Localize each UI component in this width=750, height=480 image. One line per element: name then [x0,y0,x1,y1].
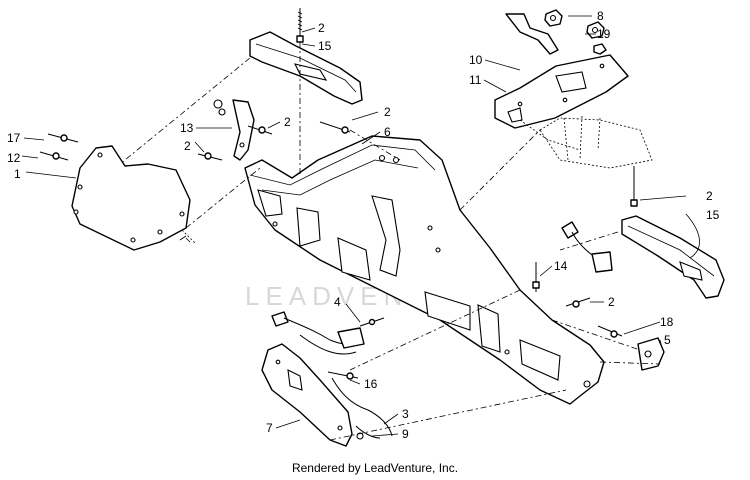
sensor-harness [561,221,613,273]
callout-2-bracket: 2 [284,115,291,129]
leader-lines [21,15,700,437]
callout-2-right: 2 [706,189,713,203]
callout-15-right: 15 [706,208,720,222]
callout-18: 18 [660,315,674,329]
callout-6: 7 [266,421,273,435]
callout-1: 1 [14,167,21,181]
callout-10: 10 [469,53,483,67]
callout-2-top: 2 [318,21,325,35]
callout-2-upper: 2 [384,105,391,119]
assembly-lines [119,42,661,441]
callout-19: 19 [597,27,611,41]
callout-15-top: 15 [318,39,332,53]
center-side-panel [244,135,605,405]
angle-bracket [505,13,559,55]
small-clip [637,337,665,371]
callout-5: 5 [664,333,671,347]
callout-2-lower: 2 [608,295,615,309]
credit-text: Rendered by LeadVenture, Inc. [291,461,459,475]
callout-13: 13 [180,121,194,135]
top-skid-rail [249,31,363,105]
callout-16: 16 [364,377,378,391]
callout-8: 9 [402,427,409,441]
mounting-plate [494,54,653,169]
callout-11: 11 [469,73,482,87]
callout-9: 8 [597,9,604,23]
callout-3: 3 [402,407,409,421]
callout-2-left: 2 [184,139,191,153]
wiring-harness [271,311,365,355]
lower-front-panel [261,343,353,447]
callout-7: 6 [384,125,391,139]
small-mount-bracket [213,99,255,161]
callout-17: 17 [7,131,21,145]
left-side-panel [71,145,197,251]
screw-fasteners [39,8,638,380]
right-skid-rail [621,215,725,299]
callout-12: 12 [7,151,21,165]
callout-numbers: 2 15 2 6 2 13 2 17 12 1 8 19 10 11 2 15 … [7,9,720,441]
callout-14: 14 [554,259,568,273]
callout-4: 4 [334,295,341,309]
